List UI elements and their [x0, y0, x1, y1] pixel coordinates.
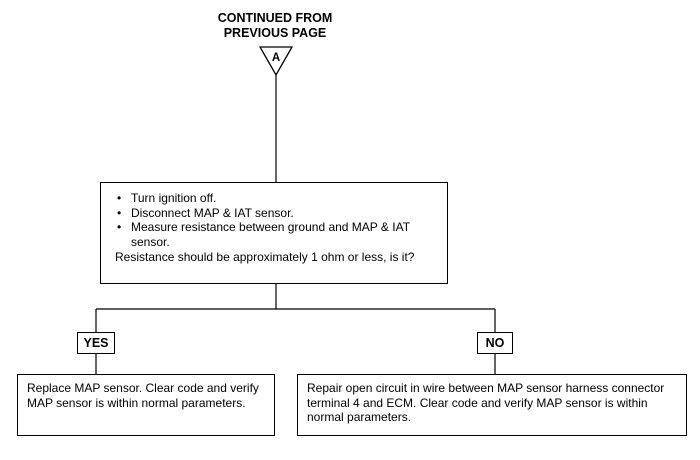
step-bullet: Measure resistance between ground and MA… [115, 220, 437, 249]
header-line-2: PREVIOUS PAGE [223, 26, 327, 40]
test-step-box: Turn ignition off. Disconnect MAP & IAT … [100, 182, 448, 284]
step-instructions: Turn ignition off. Disconnect MAP & IAT … [115, 191, 437, 249]
step-bullet: Disconnect MAP & IAT sensor. [115, 206, 437, 221]
yes-branch-label: YES [77, 332, 115, 354]
no-branch-label: NO [477, 332, 513, 354]
no-action-box: Repair open circuit in wire between MAP … [297, 374, 687, 436]
step-bullet: Turn ignition off. [115, 191, 437, 206]
off-page-connector-triangle [258, 46, 294, 77]
step-question: Resistance should be approximately 1 ohm… [115, 250, 415, 264]
header-line-1: CONTINUED FROM [217, 11, 333, 25]
yes-action-box: Replace MAP sensor. Clear code and verif… [17, 374, 275, 436]
connector-label: A [271, 52, 281, 64]
continued-from-header: CONTINUED FROM PREVIOUS PAGE [180, 11, 370, 41]
